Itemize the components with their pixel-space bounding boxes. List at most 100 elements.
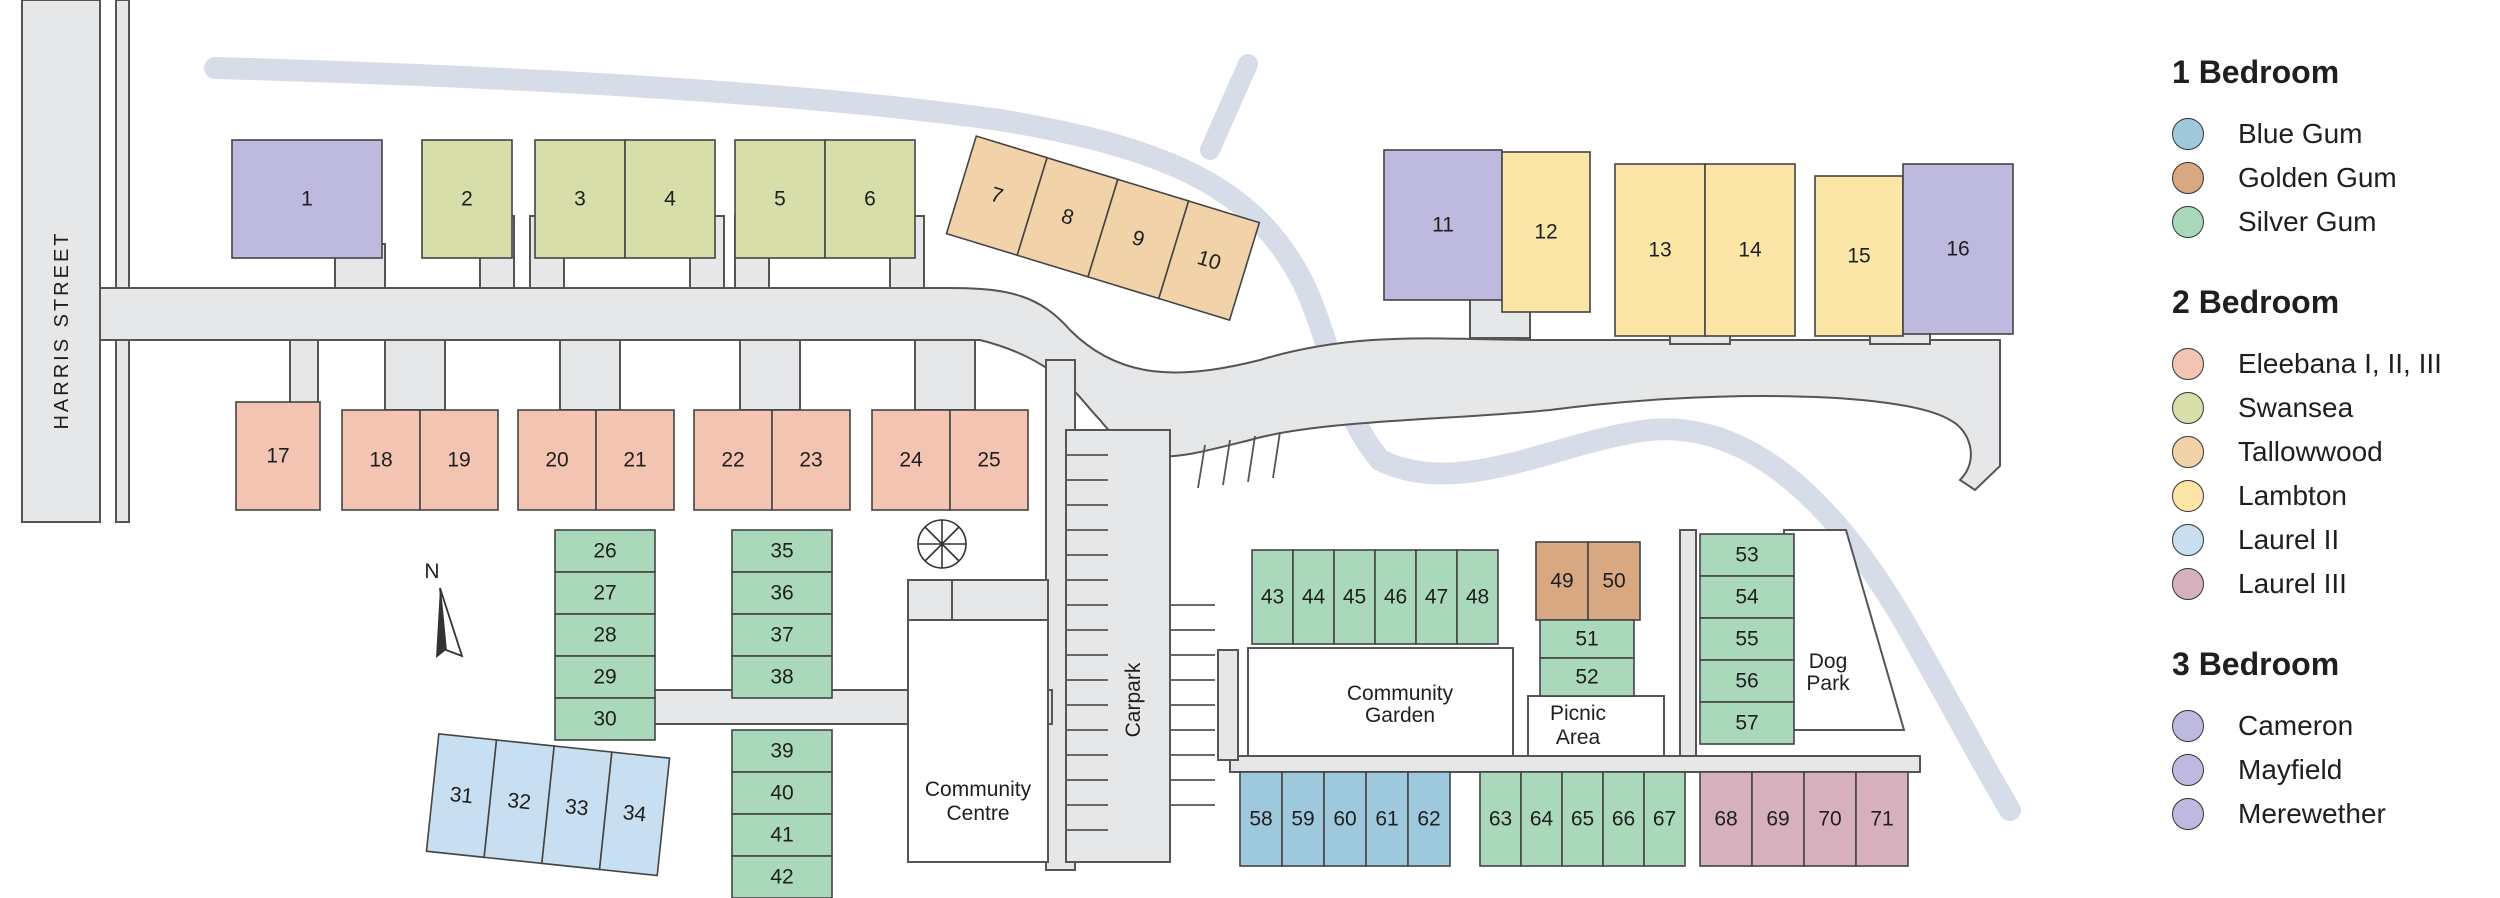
lot-15[interactable]: 15 [1814, 175, 1904, 337]
lot-13[interactable]: 13 [1614, 163, 1706, 337]
lot-1[interactable]: 1 [231, 139, 383, 259]
legend-item-label: Blue Gum [2238, 118, 2363, 149]
lot-shape [341, 409, 421, 511]
lot-14[interactable]: 14 [1704, 163, 1796, 337]
lot-61[interactable]: 61 [1365, 771, 1409, 867]
lot-number: 32 [506, 789, 532, 814]
lot-24[interactable]: 24 [871, 409, 951, 511]
lot-29[interactable]: 29 [554, 655, 656, 699]
lot-16[interactable]: 16 [1902, 163, 2014, 335]
lot-number: 2 [461, 188, 473, 211]
lot-11[interactable]: 11 [1383, 149, 1503, 301]
lot-18[interactable]: 18 [341, 409, 421, 511]
lot-66[interactable]: 66 [1602, 771, 1645, 867]
legend-swatch-icon [2172, 754, 2204, 786]
lot-49[interactable]: 49 [1535, 541, 1589, 621]
lot-55[interactable]: 55 [1699, 617, 1795, 661]
lot-number: 58 [1249, 808, 1272, 831]
lot-shape [1456, 549, 1499, 645]
lot-57[interactable]: 57 [1699, 701, 1795, 745]
lot-19[interactable]: 19 [419, 409, 499, 511]
lot-number: 43 [1261, 586, 1284, 609]
lot-58[interactable]: 58 [1239, 771, 1283, 867]
lot-44[interactable]: 44 [1292, 549, 1335, 645]
lot-64[interactable]: 64 [1520, 771, 1563, 867]
legend-swatch-icon [2172, 162, 2204, 194]
lot-63[interactable]: 63 [1479, 771, 1522, 867]
lot-number: 63 [1489, 808, 1512, 831]
lot-45[interactable]: 45 [1333, 549, 1376, 645]
lot-52[interactable]: 52 [1539, 657, 1635, 697]
legend-swatch-icon [2172, 436, 2204, 468]
lot-shape [731, 613, 833, 657]
lot-number: 41 [770, 824, 793, 847]
legend-swatch-icon [2172, 392, 2204, 424]
legend-item: Blue Gum [2172, 112, 2492, 156]
lot-46[interactable]: 46 [1374, 549, 1417, 645]
lot-shape [1292, 549, 1335, 645]
legend-item-label: Swansea [2238, 392, 2354, 423]
street-label-harris: HARRIS STREET [51, 230, 73, 429]
lot-28[interactable]: 28 [554, 613, 656, 657]
lot-70[interactable]: 70 [1803, 771, 1857, 867]
lot-62[interactable]: 62 [1407, 771, 1451, 867]
lot-31[interactable]: 31 [425, 733, 498, 859]
lot-51[interactable]: 51 [1539, 619, 1635, 659]
lot-54[interactable]: 54 [1699, 575, 1795, 619]
lot-71[interactable]: 71 [1855, 771, 1909, 867]
lot-65[interactable]: 65 [1561, 771, 1604, 867]
lot-41[interactable]: 41 [731, 813, 833, 857]
lot-50[interactable]: 50 [1587, 541, 1641, 621]
lot-60[interactable]: 60 [1323, 771, 1367, 867]
lot-67[interactable]: 67 [1643, 771, 1686, 867]
lot-47[interactable]: 47 [1415, 549, 1458, 645]
lot-53[interactable]: 53 [1699, 533, 1795, 577]
lot-56[interactable]: 56 [1699, 659, 1795, 703]
lot-32[interactable]: 32 [483, 739, 556, 865]
lot-number: 45 [1343, 586, 1366, 609]
lot-5[interactable]: 5 [734, 139, 826, 259]
lot-shape [595, 409, 675, 511]
lot-12[interactable]: 12 [1501, 151, 1591, 313]
lot-36[interactable]: 36 [731, 571, 833, 615]
lot-number: 12 [1534, 221, 1557, 244]
legend-swatch-icon [2172, 568, 2204, 600]
lot-number: 51 [1575, 628, 1598, 651]
lot-37[interactable]: 37 [731, 613, 833, 657]
lot-23[interactable]: 23 [771, 409, 851, 511]
lot-shape [1699, 659, 1795, 703]
lot-38[interactable]: 38 [731, 655, 833, 699]
lot-42[interactable]: 42 [731, 855, 833, 898]
legend-item: Golden Gum [2172, 156, 2492, 200]
lot-69[interactable]: 69 [1751, 771, 1805, 867]
lot-20[interactable]: 20 [517, 409, 597, 511]
carpark-bays [1066, 431, 1281, 831]
lot-2[interactable]: 2 [421, 139, 513, 259]
lot-35[interactable]: 35 [731, 529, 833, 573]
lot-3[interactable]: 3 [534, 139, 626, 259]
lot-26[interactable]: 26 [554, 529, 656, 573]
lot-43[interactable]: 43 [1251, 549, 1294, 645]
lot-22[interactable]: 22 [693, 409, 773, 511]
lot-10[interactable]: 10 [1157, 199, 1261, 322]
lot-shape [1614, 163, 1706, 337]
lot-30[interactable]: 30 [554, 697, 656, 741]
lot-number: 33 [564, 795, 590, 820]
lot-27[interactable]: 27 [554, 571, 656, 615]
lot-shape [1157, 199, 1261, 322]
lot-21[interactable]: 21 [595, 409, 675, 511]
lot-number: 22 [721, 449, 744, 472]
lot-4[interactable]: 4 [624, 139, 716, 259]
lot-40[interactable]: 40 [731, 771, 833, 815]
lot-48[interactable]: 48 [1456, 549, 1499, 645]
lot-68[interactable]: 68 [1699, 771, 1753, 867]
legend-item-label: Eleebana I, II, III [2238, 348, 2442, 379]
lot-shape [731, 813, 833, 857]
lot-6[interactable]: 6 [824, 139, 916, 259]
lot-39[interactable]: 39 [731, 729, 833, 773]
lot-59[interactable]: 59 [1281, 771, 1325, 867]
lot-25[interactable]: 25 [949, 409, 1029, 511]
lot-33[interactable]: 33 [540, 745, 613, 871]
lot-17[interactable]: 17 [235, 401, 321, 511]
lot-34[interactable]: 34 [598, 751, 671, 877]
